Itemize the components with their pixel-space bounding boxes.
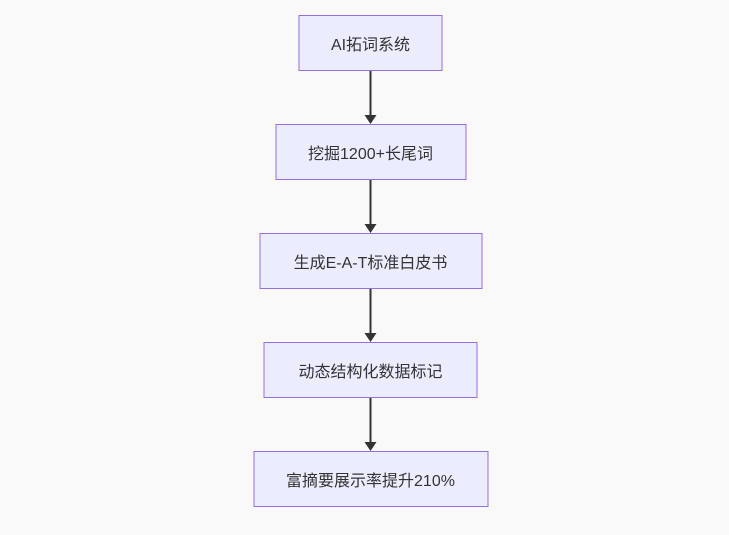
flow-node-ai-word-expansion: AI拓词系统 bbox=[298, 15, 443, 71]
flow-node-label: 生成E-A-T标准白皮书 bbox=[293, 255, 448, 272]
arrow-head-down-icon bbox=[364, 442, 377, 451]
flow-node-label: 动态结构化数据标记 bbox=[298, 364, 443, 381]
flow-node-rich-snippet-result: 富摘要展示率提升210% bbox=[253, 451, 488, 507]
flow-edge-a-b bbox=[364, 71, 377, 124]
arrow-line bbox=[369, 180, 372, 225]
flow-node-label: 挖掘1200+长尾词 bbox=[308, 146, 433, 163]
arrow-line bbox=[369, 289, 372, 334]
flowchart-column: AI拓词系统 挖掘1200+长尾词 生成E-A-T标准白皮书 动态结构化数据标记 bbox=[253, 15, 488, 507]
flow-node-longtail-mining: 挖掘1200+长尾词 bbox=[275, 124, 466, 180]
flow-node-structured-data-markup: 动态结构化数据标记 bbox=[263, 342, 478, 398]
flow-node-eat-whitepaper: 生成E-A-T标准白皮书 bbox=[259, 233, 482, 289]
arrow-head-down-icon bbox=[364, 115, 377, 124]
flow-edge-d-e bbox=[364, 398, 377, 451]
flow-edge-b-c bbox=[364, 180, 377, 233]
arrow-head-down-icon bbox=[364, 224, 377, 233]
arrow-line bbox=[369, 71, 372, 116]
flow-node-label: AI拓词系统 bbox=[330, 37, 411, 54]
flow-edge-c-d bbox=[364, 289, 377, 342]
arrow-line bbox=[369, 398, 372, 443]
flow-node-label: 富摘要展示率提升210% bbox=[286, 473, 455, 490]
arrow-head-down-icon bbox=[364, 333, 377, 342]
